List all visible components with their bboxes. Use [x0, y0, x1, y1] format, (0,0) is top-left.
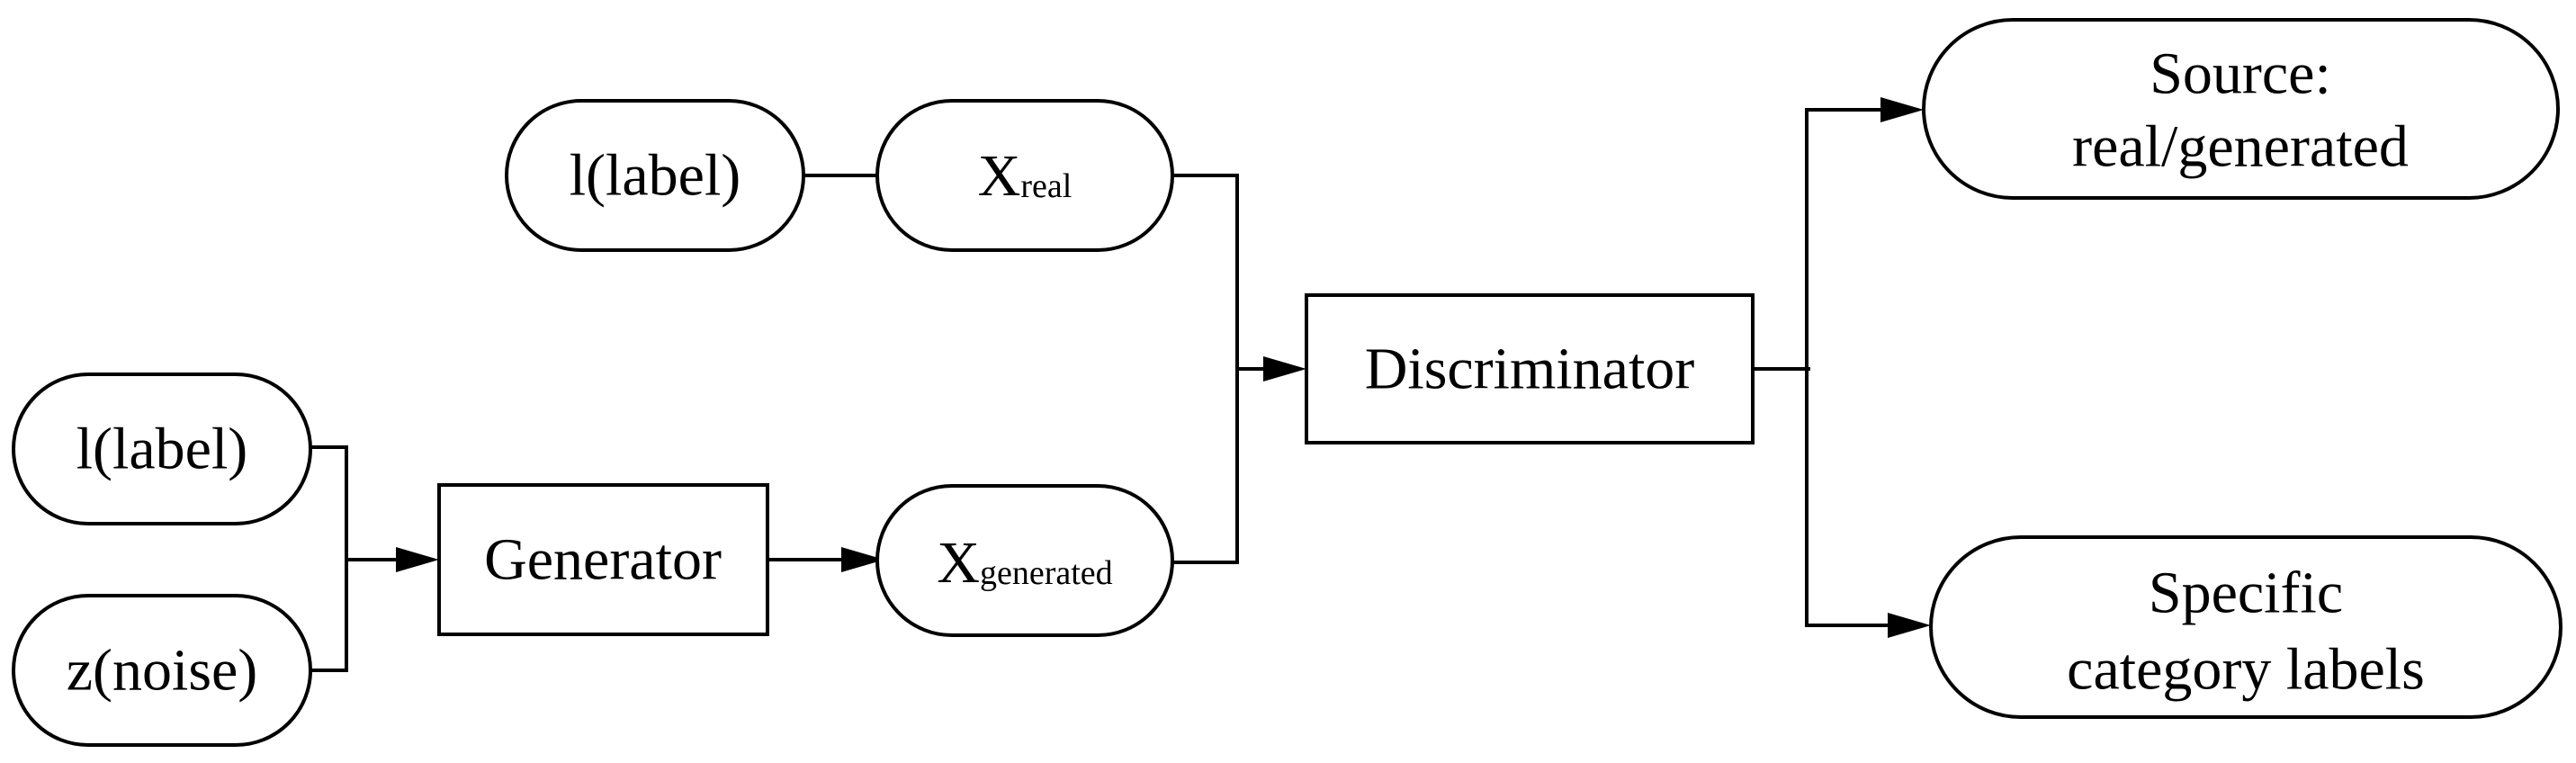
link-label-to-generator	[310, 445, 348, 560]
node-label-top-text: l(label)	[570, 143, 741, 209]
node-x-generated-text: Xgenerated	[937, 530, 1112, 596]
node-source-line1: Source:	[2150, 41, 2331, 107]
link-xreal-to-discriminator	[1172, 174, 1267, 371]
node-source-line2: real/generated	[2072, 114, 2409, 180]
node-noise: z(noise)	[12, 594, 312, 747]
x-generated-main: X	[937, 530, 980, 596]
node-label-bottom: l(label)	[12, 373, 312, 525]
node-category-line2: category labels	[2067, 637, 2425, 703]
node-category-line1: Specific	[2149, 561, 2343, 626]
connectors	[310, 108, 1888, 672]
arrowhead-category	[1888, 613, 1931, 638]
arrowhead-generator	[396, 547, 439, 572]
link-to-source	[1805, 108, 1880, 369]
node-source: Source: real/generated	[1922, 18, 2560, 200]
arrowhead-discriminator	[1263, 356, 1306, 382]
node-discriminator-text: Discriminator	[1365, 337, 1695, 402]
node-label-bottom-text: l(label)	[76, 417, 248, 482]
link-noise-to-generator	[310, 558, 396, 672]
node-generator-text: Generator	[484, 527, 722, 593]
x-real-main: X	[978, 143, 1021, 209]
node-label-top: l(label)	[505, 99, 805, 252]
arrowhead-source	[1880, 97, 1924, 122]
link-to-category	[1805, 369, 1888, 627]
node-x-real: Xreal	[875, 99, 1174, 252]
node-generator: Generator	[437, 483, 769, 636]
node-category: Specific category labels	[1929, 535, 2563, 719]
arrowhead-xgen	[841, 547, 884, 572]
x-real-sub: real	[1020, 167, 1072, 205]
link-xgen-to-discriminator	[1172, 369, 1239, 564]
x-generated-sub: generated	[980, 554, 1113, 592]
arrowheads	[396, 97, 1931, 638]
node-x-real-text: Xreal	[978, 143, 1073, 209]
node-x-generated: Xgenerated	[875, 484, 1174, 637]
node-noise-text: z(noise)	[67, 638, 258, 704]
node-discriminator: Discriminator	[1305, 293, 1755, 444]
